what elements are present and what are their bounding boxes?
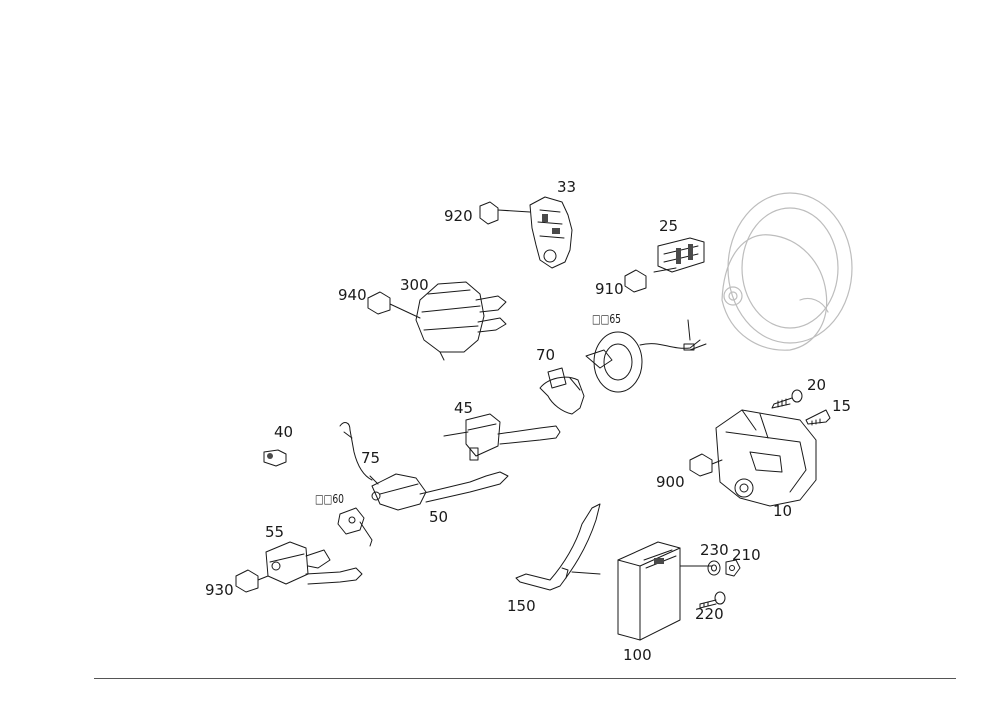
part-50	[371, 471, 509, 511]
part-65	[585, 319, 707, 393]
part-100	[617, 541, 713, 641]
label-910: 910	[595, 280, 624, 298]
label-33: 33	[557, 178, 577, 196]
label-920: 920	[444, 207, 473, 225]
part-10	[715, 409, 817, 507]
part-60	[337, 507, 373, 547]
part-55	[265, 541, 363, 585]
part-20	[771, 389, 803, 409]
label-55: 55	[265, 523, 285, 541]
label-210: 210	[732, 546, 761, 564]
part-920	[479, 201, 499, 225]
part-940	[367, 291, 421, 319]
part-75	[339, 422, 379, 485]
label-15: 15	[832, 397, 852, 415]
part-910	[624, 269, 647, 293]
label-45: 45	[454, 399, 474, 417]
part-930	[235, 569, 269, 593]
bottom-divider	[94, 678, 956, 679]
label-300: 300	[400, 276, 429, 294]
part-70	[539, 367, 585, 415]
label-10: 10	[773, 502, 793, 520]
label-230: 230	[700, 541, 729, 559]
label-25: 25	[659, 217, 679, 235]
part-25	[653, 237, 705, 273]
part-33	[497, 196, 573, 269]
part-230	[707, 560, 721, 576]
label-40: 40	[274, 423, 294, 441]
label-70: 70	[536, 346, 556, 364]
label-50: 50	[429, 508, 449, 526]
label-60: □□60	[315, 492, 345, 506]
part-210	[725, 559, 741, 577]
part-150	[515, 503, 601, 591]
part-220	[699, 591, 726, 609]
label-900: 900	[656, 473, 685, 491]
label-65: □□65	[592, 312, 622, 326]
label-150: 150	[507, 597, 536, 615]
part-15	[805, 409, 831, 426]
part-45	[443, 413, 561, 461]
steering-wheel	[721, 192, 853, 351]
label-930: 930	[205, 581, 234, 599]
label-100: 100	[623, 646, 652, 664]
label-75: 75	[361, 449, 381, 467]
label-20: 20	[807, 376, 827, 394]
part-900	[689, 453, 723, 477]
label-940: 940	[338, 286, 367, 304]
part-300	[415, 281, 507, 361]
part-40	[263, 449, 287, 467]
label-220: 220	[695, 605, 724, 623]
